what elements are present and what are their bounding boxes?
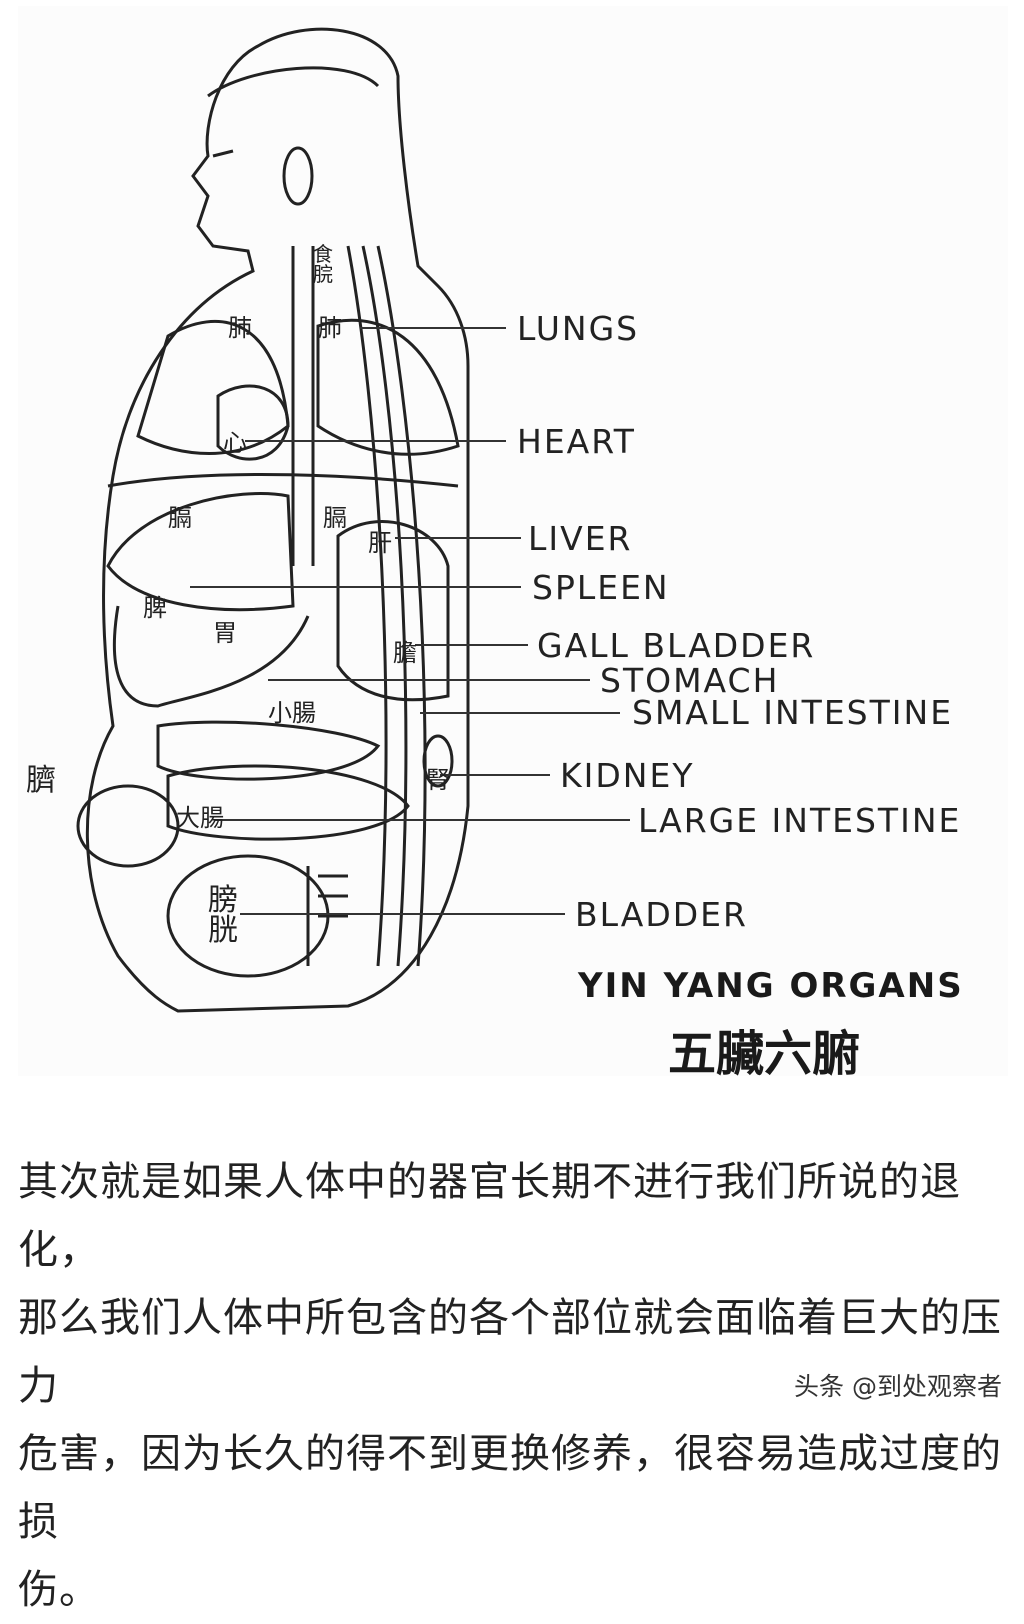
organ-cn-label: 食脘 xyxy=(313,242,333,286)
organ-cn-label: 小腸 xyxy=(268,699,316,727)
organ-cn-label: 臍 xyxy=(26,763,56,798)
organ-cn-label: 胃 xyxy=(213,619,237,647)
diagram-title-cn: 五臟六腑 xyxy=(668,1026,861,1082)
organ-cn-label: 膈 xyxy=(168,504,192,532)
organ-diagram-image: LUNGS HEART LIVER SPLEEN GALL BLADDER ST… xyxy=(18,6,1008,1082)
leader-lines xyxy=(190,327,630,915)
organ-cn-label: 大腸 xyxy=(176,804,224,832)
article-line: 其次就是如果人体中的器官长期不进行我们所说的退化， xyxy=(18,1159,961,1273)
watermark: 头条 @到处观察者 xyxy=(794,1372,1002,1401)
label-stomach: STOMACH xyxy=(600,661,780,700)
organ-cn-label: 心 xyxy=(223,429,247,457)
organ-cn-label: 膀胱 xyxy=(208,883,238,948)
label-liver: LIVER xyxy=(528,519,633,558)
label-large-intestine: LARGE INTESTINE xyxy=(638,801,962,840)
label-lungs: LUNGS xyxy=(517,309,640,348)
organ-cn-label: 肝 xyxy=(368,529,392,557)
article-line: 伤。 xyxy=(18,1567,100,1613)
label-spleen: SPLEEN xyxy=(532,568,670,607)
diagram-title-en: YIN YANG ORGANS xyxy=(578,966,964,1006)
organ-cn-label: 脾 xyxy=(143,594,167,622)
article-line: 那么我们人体中所包含的各个部位就会面临着巨大的压力 xyxy=(18,1295,1002,1409)
organ-cn-label: 肺 xyxy=(318,314,342,342)
label-gall-bladder: GALL BLADDER xyxy=(537,626,816,665)
organ-cn-label: 膽 xyxy=(393,639,417,667)
label-heart: HEART xyxy=(517,422,636,461)
label-small-intestine: SMALL INTESTINE xyxy=(632,693,954,732)
organ-cn-label: 膈 xyxy=(323,504,347,532)
organ-cn-label: 肺 xyxy=(228,314,252,342)
label-bladder: BLADDER xyxy=(575,895,748,934)
label-kidney: KIDNEY xyxy=(560,756,695,795)
article-line: 危害，因为长久的得不到更换修养，很容易造成过度的损 xyxy=(18,1431,1002,1545)
organ-cn-label: 腎 xyxy=(426,766,450,794)
